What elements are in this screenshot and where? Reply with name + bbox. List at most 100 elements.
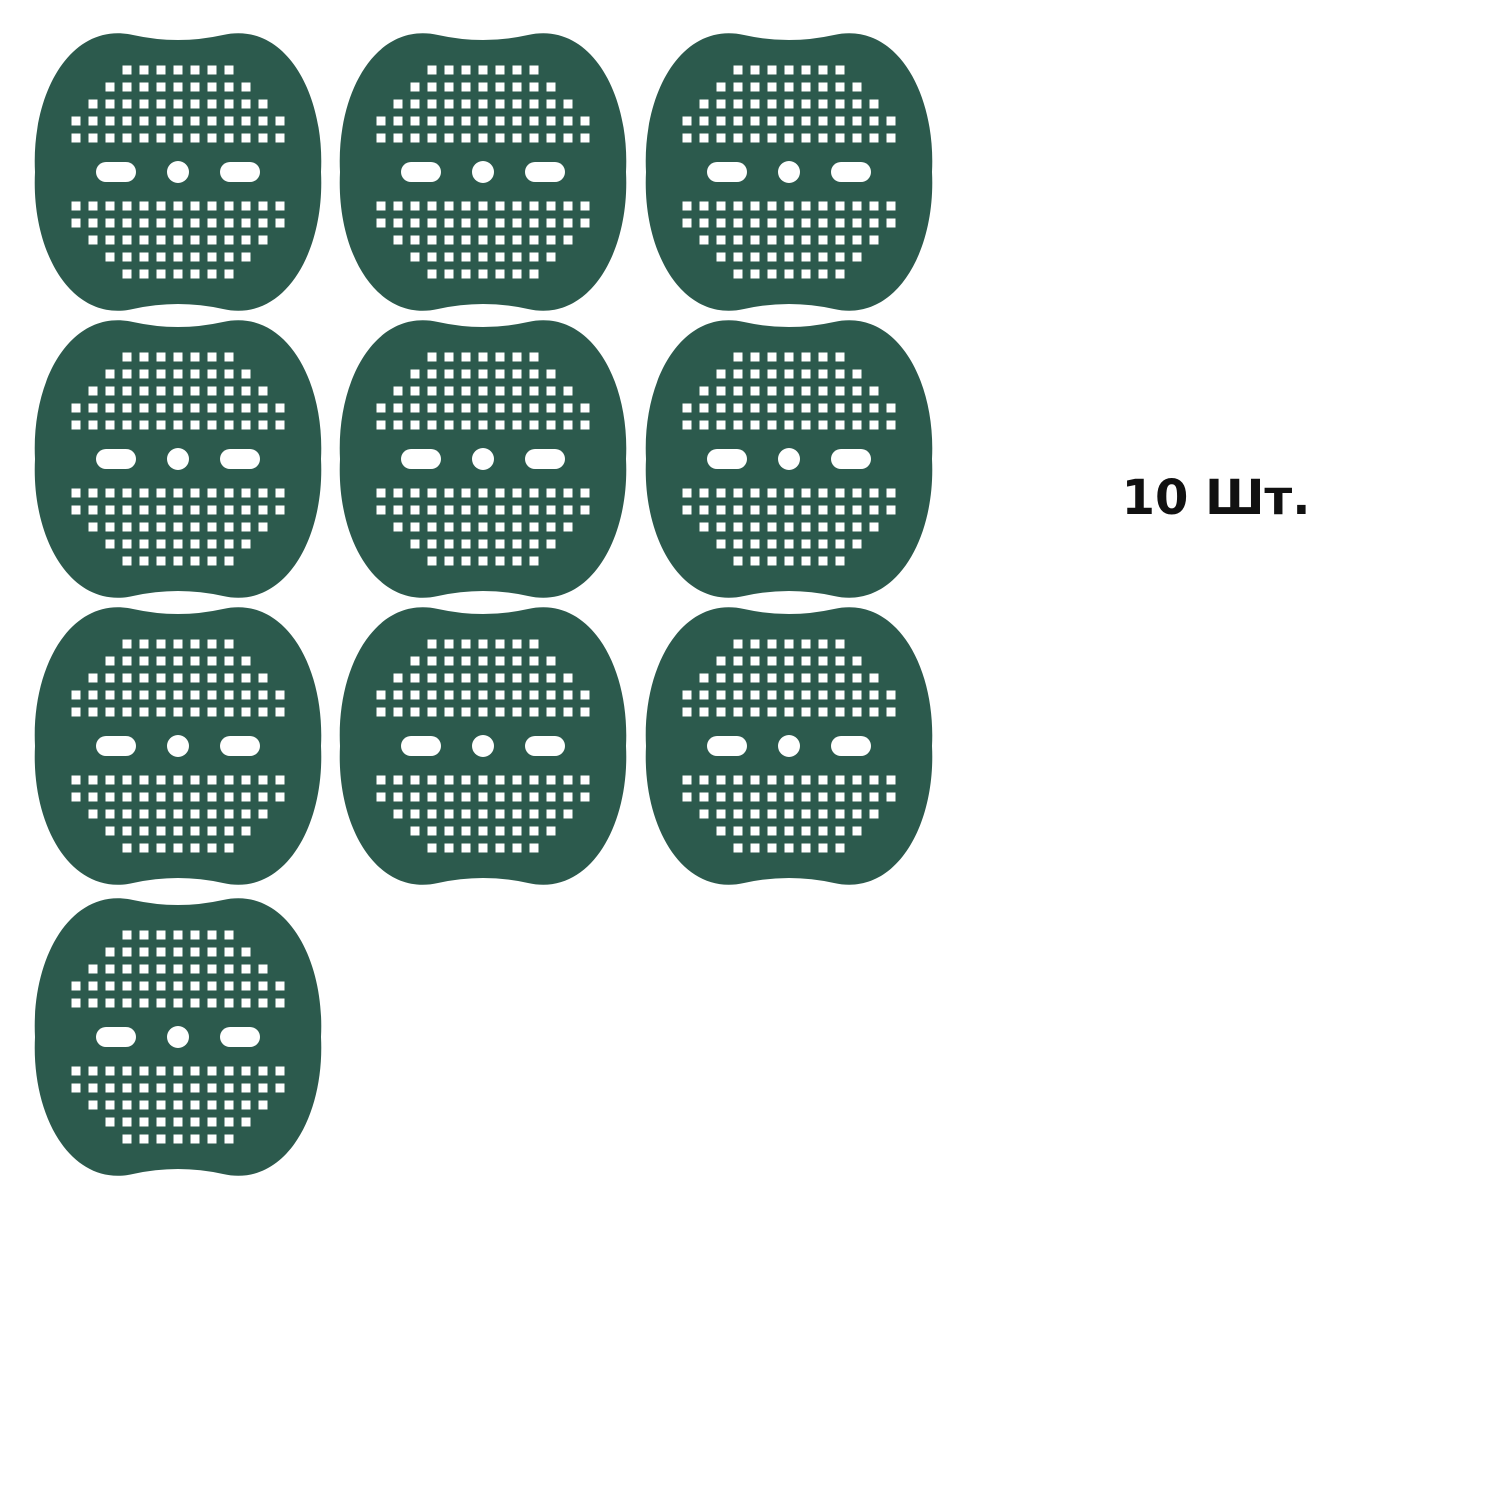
grid-hole (784, 116, 794, 126)
grid-hole (393, 235, 403, 245)
grid-hole (156, 488, 166, 498)
center-hole (167, 161, 189, 183)
grid-hole (852, 99, 862, 109)
grid-hole (207, 1083, 217, 1093)
grid-hole (156, 843, 166, 853)
grid-hole (122, 1134, 132, 1144)
grid-hole (750, 386, 760, 396)
grid-hole (495, 235, 505, 245)
grid-hole (224, 488, 234, 498)
grid-hole (105, 690, 115, 700)
grid-hole (580, 707, 590, 717)
grid-hole (801, 539, 811, 549)
grid-hole (275, 690, 285, 700)
grid-hole (376, 201, 386, 211)
grid-hole (801, 65, 811, 75)
grid-hole (139, 639, 149, 649)
grid-hole (818, 269, 828, 279)
grid-hole (818, 420, 828, 430)
grid-hole (207, 386, 217, 396)
grid-hole (495, 673, 505, 683)
grid-hole (512, 65, 522, 75)
grid-hole (750, 707, 760, 717)
grid-hole (682, 218, 692, 228)
grid-hole (733, 269, 743, 279)
grid-hole (733, 201, 743, 211)
grid-hole (224, 639, 234, 649)
grid-hole (241, 1100, 251, 1110)
grid-hole (563, 116, 573, 126)
grid-hole (105, 505, 115, 515)
grid-hole (529, 556, 539, 566)
grid-hole (835, 369, 845, 379)
grid-hole (410, 369, 420, 379)
grid-hole (173, 116, 183, 126)
grid-hole (682, 775, 692, 785)
grid-hole (767, 201, 777, 211)
grid-hole (207, 707, 217, 717)
grid-hole (427, 639, 437, 649)
grid-hole (275, 775, 285, 785)
grid-hole (478, 386, 488, 396)
grid-hole (767, 775, 777, 785)
grid-hole (444, 403, 454, 413)
grid-hole (71, 201, 81, 211)
grid-hole (512, 386, 522, 396)
grid-hole (224, 99, 234, 109)
grid-hole (580, 775, 590, 785)
grid-hole (699, 403, 709, 413)
grid-hole (444, 707, 454, 717)
grid-hole (563, 690, 573, 700)
grid-hole (784, 656, 794, 666)
grid-hole (241, 981, 251, 991)
grid-hole (767, 235, 777, 245)
grid-hole (818, 201, 828, 211)
grid-hole (495, 252, 505, 262)
grid-hole (88, 218, 98, 228)
grid-hole (241, 809, 251, 819)
grid-hole (241, 133, 251, 143)
grid-hole (835, 556, 845, 566)
grid-hole (258, 1066, 268, 1076)
grid-hole (427, 809, 437, 819)
grid-hole (580, 420, 590, 430)
grid-hole (410, 775, 420, 785)
grid-hole (105, 981, 115, 991)
grid-hole (784, 639, 794, 649)
grid-hole (512, 82, 522, 92)
grid-hole (478, 843, 488, 853)
grid-hole (173, 65, 183, 75)
grid-hole (699, 116, 709, 126)
grid-hole (190, 116, 200, 126)
grid-hole (122, 82, 132, 92)
grid-hole (393, 218, 403, 228)
grid-hole (733, 522, 743, 532)
grid-hole (495, 488, 505, 498)
grid-hole (139, 673, 149, 683)
grid-hole (105, 420, 115, 430)
slot-hole (96, 162, 136, 182)
grid-hole (546, 116, 556, 126)
grid-hole (173, 1117, 183, 1127)
grid-hole (410, 690, 420, 700)
grid-hole (546, 369, 556, 379)
grid-hole (122, 386, 132, 396)
grid-hole (224, 1100, 234, 1110)
grid-hole (461, 252, 471, 262)
grid-hole (716, 656, 726, 666)
grid-hole (682, 707, 692, 717)
grid-hole (122, 539, 132, 549)
grid-hole (784, 420, 794, 430)
grid-hole (750, 539, 760, 549)
grid-hole (801, 826, 811, 836)
grid-hole (224, 656, 234, 666)
grid-hole (801, 218, 811, 228)
grid-hole (512, 673, 522, 683)
grid-hole (852, 218, 862, 228)
grid-hole (495, 809, 505, 819)
grid-hole (139, 269, 149, 279)
grid-hole (71, 1066, 81, 1076)
grid-hole (818, 369, 828, 379)
grid-hole (733, 809, 743, 819)
grid-hole (580, 792, 590, 802)
